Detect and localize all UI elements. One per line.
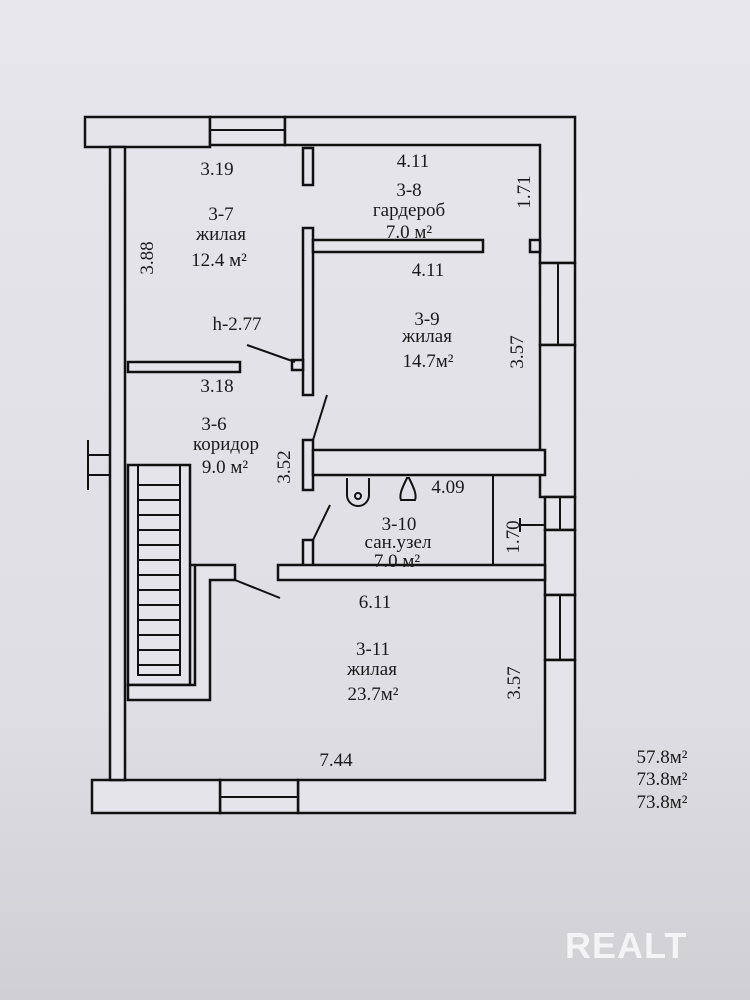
room-type: жилая xyxy=(346,659,397,680)
realt-watermark-logo: REALT xyxy=(565,925,687,966)
wall-39-310 xyxy=(311,448,547,477)
labels: 3.19 4.11 1.71 3.88 3-7 жилая 12.4 м² 3-… xyxy=(137,151,688,813)
room-type: гардероб xyxy=(373,200,445,221)
dim-611: 6.11 xyxy=(359,592,392,613)
room-type: жилая xyxy=(401,326,452,347)
total-area-2: 73.8м² xyxy=(637,792,688,813)
wall-310-311 xyxy=(276,563,547,582)
room-id: 3-10 xyxy=(382,514,417,535)
room-id: 3-11 xyxy=(356,639,390,660)
room-id: 3-9 xyxy=(414,309,439,330)
wall-37-36 xyxy=(126,360,242,374)
room-type: сан.узел xyxy=(365,532,432,553)
dim-357: 3.57 xyxy=(507,335,528,368)
dim-411: 4.11 xyxy=(412,260,445,281)
room-area: 9.0 м² xyxy=(202,457,249,478)
total-living-area: 57.8м² xyxy=(637,747,688,768)
room-type: коридор xyxy=(193,434,259,455)
room-area: 12.4 м² xyxy=(191,250,247,271)
wall-bottom-right xyxy=(296,658,577,815)
dim-388: 3.88 xyxy=(137,241,158,274)
wall-left xyxy=(108,145,127,782)
wall-right-2 xyxy=(543,528,577,597)
dim-411: 4.11 xyxy=(397,151,430,172)
wall-37-39 xyxy=(301,226,315,397)
toilet-icon xyxy=(346,478,370,507)
dim-357: 3.57 xyxy=(504,666,525,699)
dim-409: 4.09 xyxy=(431,477,464,498)
dim-170: 1.70 xyxy=(503,520,524,553)
ceiling-height: h-2.77 xyxy=(212,314,261,335)
staircase xyxy=(126,463,237,702)
walls xyxy=(83,115,577,815)
dim-744: 7.44 xyxy=(319,750,353,771)
dim-318: 3.18 xyxy=(200,376,233,397)
dim-319: 3.19 xyxy=(200,159,233,180)
wall-top-left xyxy=(83,115,212,149)
room-area: 23.7м² xyxy=(348,684,399,705)
sink-icon xyxy=(399,477,417,501)
door-37 xyxy=(246,344,296,363)
door-311 xyxy=(234,579,281,599)
room-area: 7.0 м² xyxy=(374,551,421,572)
room-area: 7.0 м² xyxy=(386,222,433,243)
dim-171: 1.71 xyxy=(514,175,535,208)
room-id: 3-6 xyxy=(201,414,226,435)
total-area: 73.8м² xyxy=(637,769,688,790)
dim-352: 3.52 xyxy=(274,450,295,483)
door-39 xyxy=(312,394,328,441)
wall-38-39 xyxy=(311,238,485,254)
room-id: 3-7 xyxy=(208,204,233,225)
room-type: жилая xyxy=(195,224,246,245)
door-310 xyxy=(312,504,331,541)
room-area: 14.7м² xyxy=(403,351,454,372)
wall-bottom-left xyxy=(90,778,222,815)
room-id: 3-8 xyxy=(396,180,421,201)
